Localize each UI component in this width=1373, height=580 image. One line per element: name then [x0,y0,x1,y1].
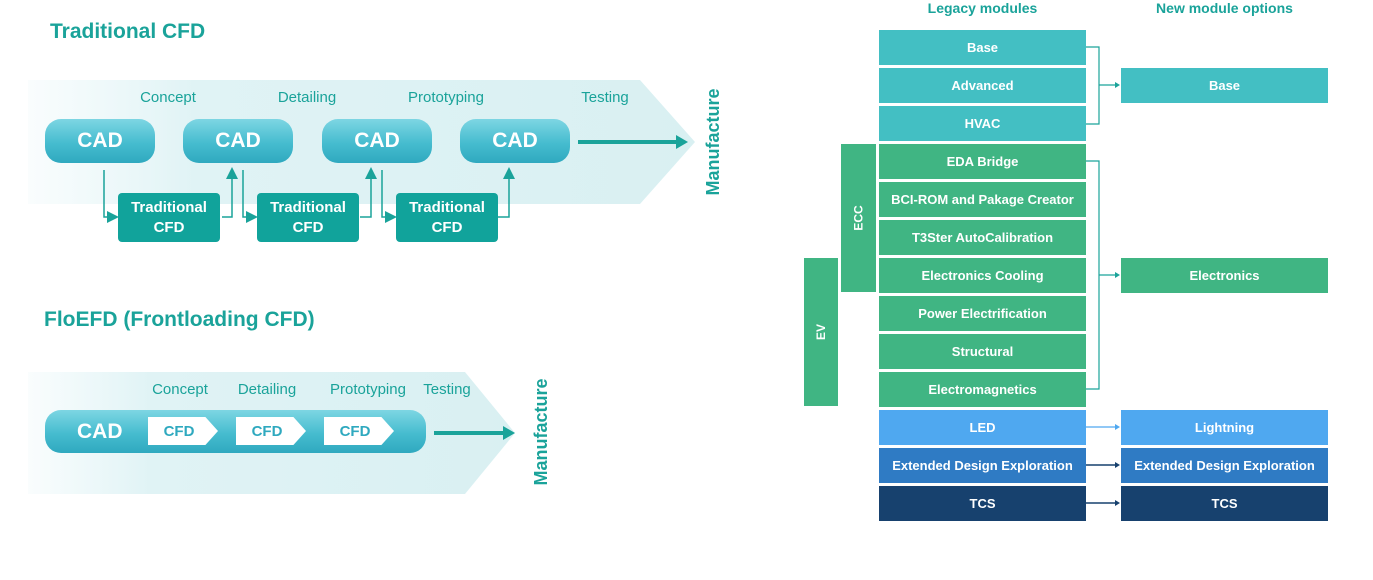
group-ecc: ECC [841,144,876,292]
traditional-cfd-line2: CFD [153,218,185,236]
legacy-module-structural: Structural [879,334,1086,369]
legacy-module-power-electrification: Power Electrification [879,296,1086,331]
new-module-base: Base [1121,68,1328,103]
traditional-stage-testing: Testing [581,89,629,106]
legacy-module-base: Base [879,30,1086,65]
legacy-module-led: LED [879,410,1086,445]
legacy-module-advanced: Advanced [879,68,1086,103]
module-connectors [1086,46,1120,506]
floefd-cfd-3: CFD [324,417,394,445]
floefd-cfd-2: CFD [236,417,306,445]
new-module-lightning: Lightning [1121,410,1328,445]
floefd-stage-testing: Testing [423,381,471,398]
legacy-module-bci-rom: BCI-ROM and Pakage Creator [879,182,1086,217]
traditional-stage-prototyping: Prototyping [408,89,484,106]
legacy-modules-header: Legacy modules [927,0,1038,16]
traditional-cfd-box-1: Traditional CFD [118,193,220,242]
traditional-manufacture-label: Manufacture [703,88,723,196]
floefd-stage-detailing: Detailing [237,381,297,398]
traditional-cad-4: CAD [460,119,570,163]
traditional-cad-2: CAD [183,119,293,163]
legacy-module-electromagnetics: Electromagnetics [879,372,1086,407]
new-module-extended-design: Extended Design Exploration [1121,448,1328,483]
group-ev-label: EV [813,323,828,341]
traditional-cfd-box-3: Traditional CFD [396,193,498,242]
floefd-title: FloEFD (Frontloading CFD) [44,308,315,331]
floefd-stage-prototyping: Prototyping [330,381,406,398]
floefd-manufacture-label: Manufacture [531,378,551,486]
floefd-stage-concept: Concept [152,381,208,398]
new-modules-header: New module options [1156,0,1293,16]
floefd-cad-label: CAD [77,419,123,443]
traditional-cad-1: CAD [45,119,155,163]
traditional-cfd-line1: Traditional [409,198,485,216]
legacy-module-hvac: HVAC [879,106,1086,141]
traditional-cfd-box-2: Traditional CFD [257,193,359,242]
traditional-cad-3: CAD [322,119,432,163]
legacy-module-t3ster: T3Ster AutoCalibration [879,220,1086,255]
legacy-module-eda-bridge: EDA Bridge [879,144,1086,179]
legacy-module-extended-design: Extended Design Exploration [879,448,1086,483]
traditional-stage-detailing: Detailing [277,89,337,106]
traditional-cfd-line1: Traditional [131,198,207,216]
group-ecc-label: ECC [851,205,866,231]
legacy-module-electronics-cooling: Electronics Cooling [879,258,1086,293]
traditional-stage-concept: Concept [140,89,196,106]
new-module-tcs: TCS [1121,486,1328,521]
traditional-cfd-title: Traditional CFD [50,20,206,43]
traditional-cfd-line1: Traditional [270,198,346,216]
legacy-module-tcs: TCS [879,486,1086,521]
process-arrows [28,80,695,494]
group-ev: EV [804,258,838,406]
new-module-electronics: Electronics [1121,258,1328,293]
traditional-cfd-line2: CFD [431,218,463,236]
floefd-cfd-1: CFD [148,417,218,445]
traditional-cfd-line2: CFD [292,218,324,236]
